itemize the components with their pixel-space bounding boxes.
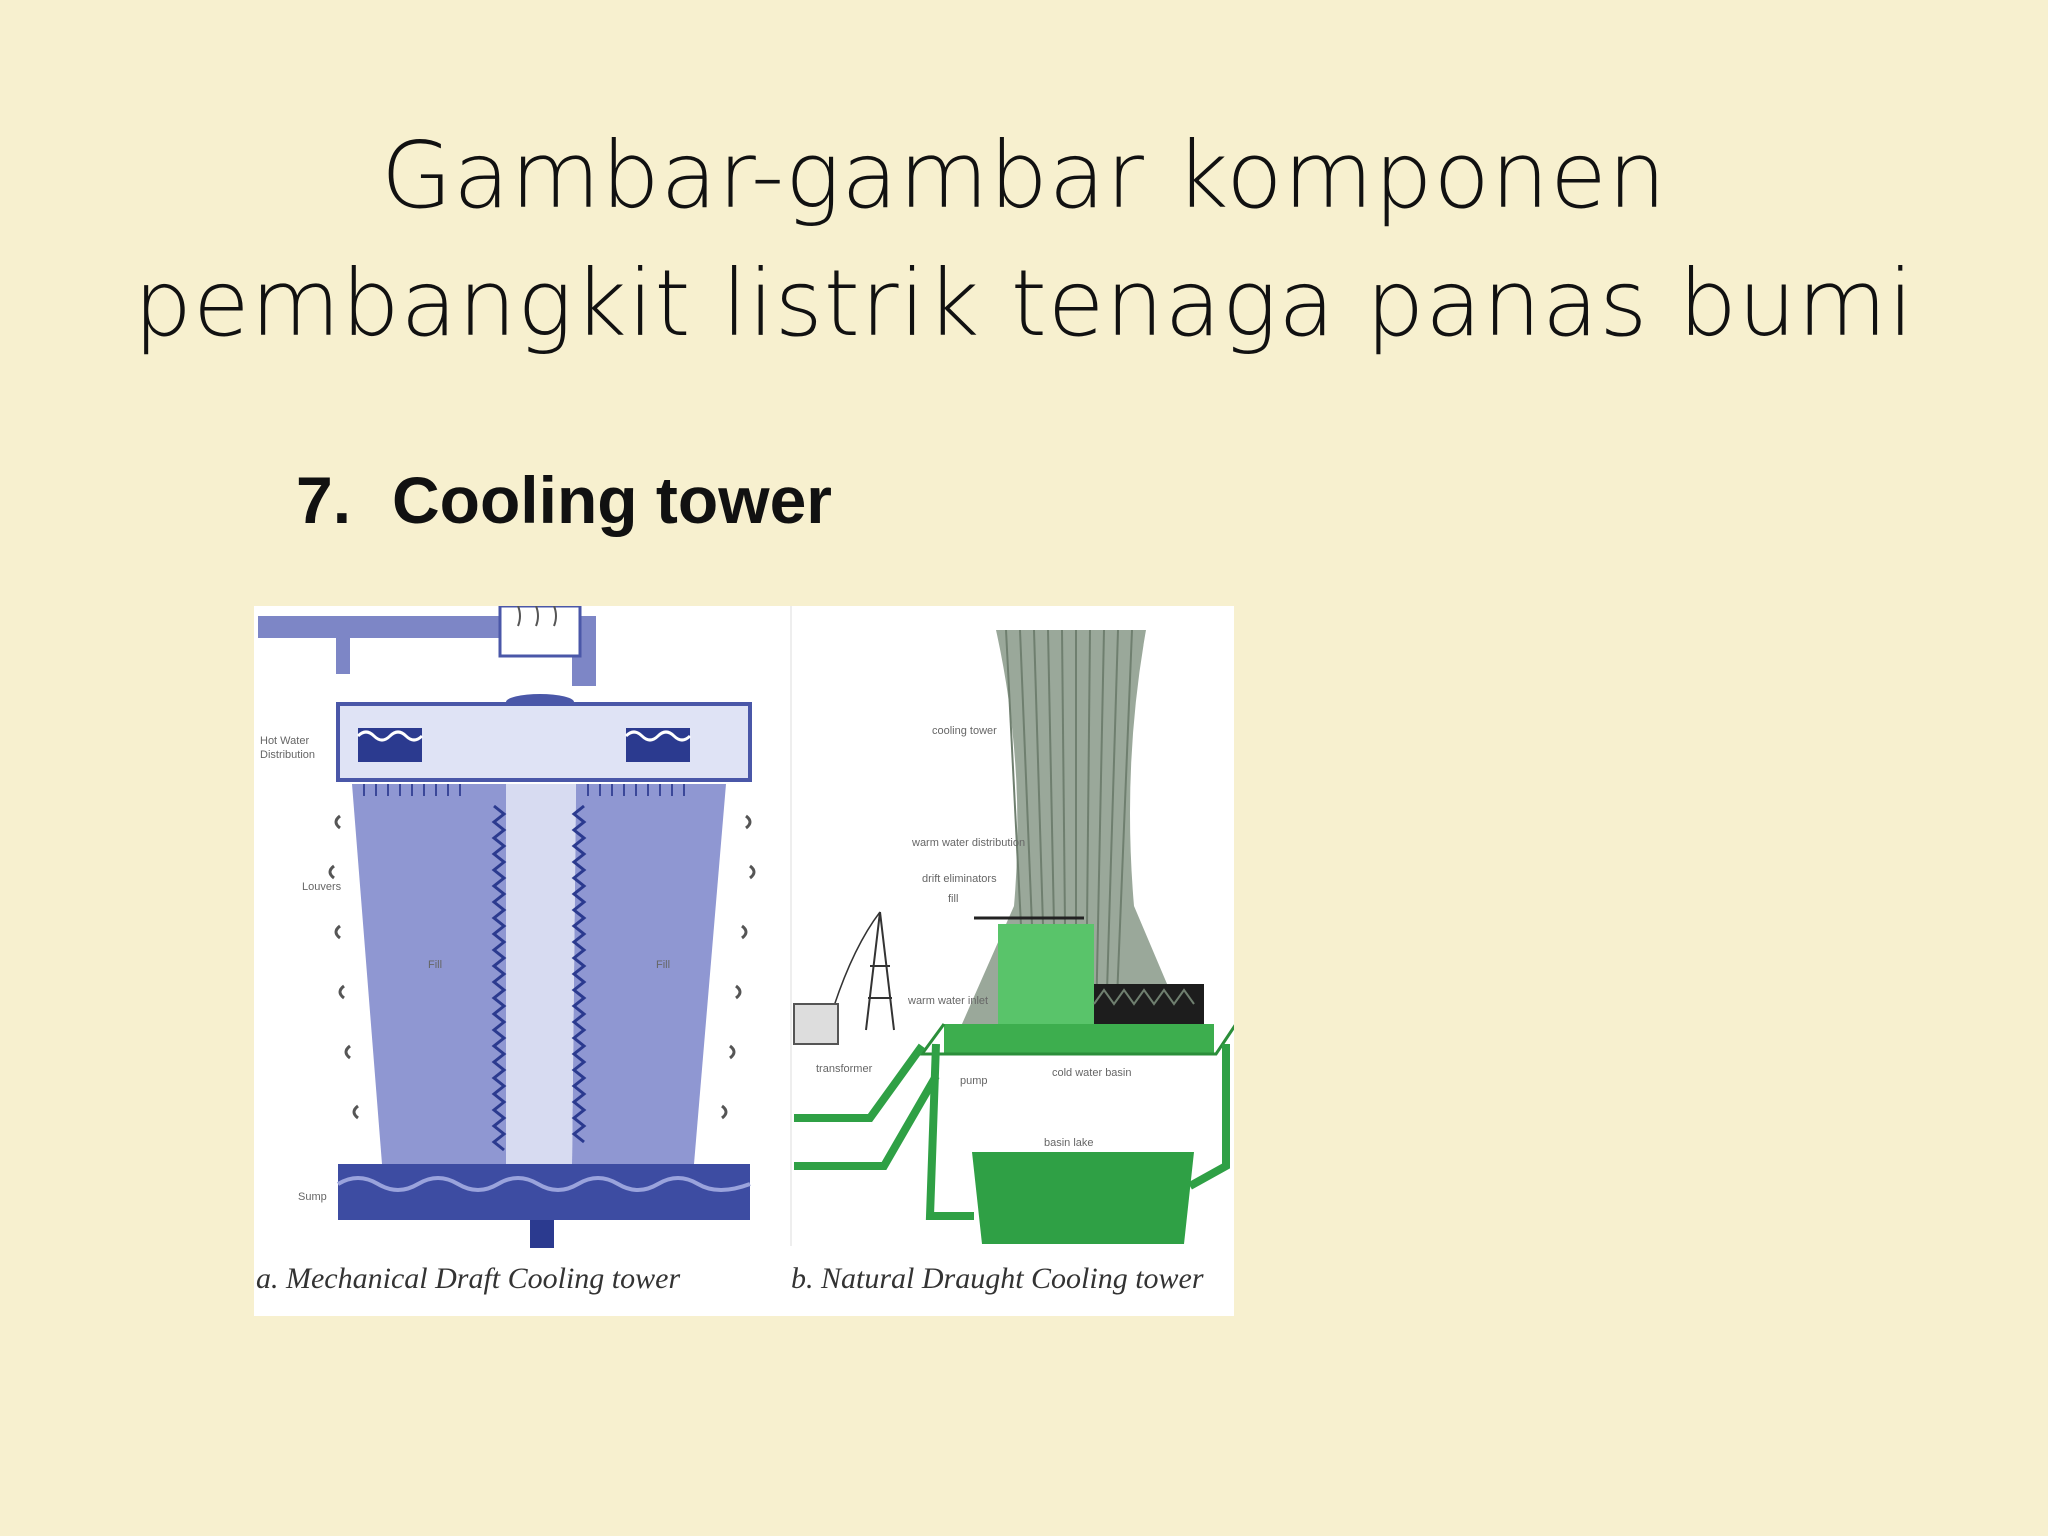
label-basin-lake: basin lake: [1044, 1137, 1094, 1149]
fill-area: [998, 924, 1094, 1024]
label-drift-eliminators: drift eliminators: [922, 873, 997, 885]
label-distribution: Distribution: [260, 749, 315, 761]
label-sump: Sump: [298, 1191, 327, 1203]
label-warm-water-inlet: warm water inlet: [907, 995, 988, 1007]
transmission-tower-icon: [865, 911, 895, 1031]
caption-mechanical-draft: a. Mechanical Draft Cooling tower: [256, 1262, 681, 1295]
label-warm-water-distribution: warm water distribution: [911, 837, 1025, 849]
bullet-text: Cooling tower: [392, 463, 832, 537]
label-transformer: transformer: [816, 1063, 873, 1075]
basin-outline: [919, 1023, 1234, 1056]
drip-ticks: [363, 784, 685, 796]
bullet-item: 7. Cooling tower: [296, 462, 832, 538]
basin-lake: [972, 1152, 1194, 1244]
drift-eliminator-block: [1094, 984, 1204, 1024]
sump-basin: [338, 1164, 750, 1220]
label-cold-water-basin: cold water basin: [1052, 1067, 1132, 1079]
center-shaft: [506, 784, 576, 1164]
pipe-from-lake: [1188, 1044, 1230, 1190]
label-fill-right: Fill: [656, 959, 670, 971]
cooling-tower-diagrams: Hot Water Distribution Louvers Fill Fill…: [258, 606, 1234, 1248]
fill-section-left: [352, 784, 506, 1164]
louver-inner-right: [571, 804, 587, 1144]
title-line-2: pembangkit listrik tenaga panas bumi: [133, 250, 1915, 357]
label-cooling-tower: cooling tower: [932, 725, 997, 737]
air-inlet-right: [721, 814, 756, 1120]
pipe-to-lake: [925, 1043, 974, 1220]
sump-wave: [336, 1176, 751, 1192]
title-line-1: Gambar-gambar komponen: [380, 122, 1668, 229]
bullet-number: 7.: [296, 463, 352, 537]
natural-draught-diagram: cooling tower warm water distribution dr…: [793, 629, 1234, 1244]
label-fill: fill: [948, 893, 958, 905]
pipe-inlet-lower: [794, 1073, 940, 1170]
pipe-inlet-upper: [794, 1043, 926, 1122]
label-pump: pump: [960, 1075, 988, 1087]
label-fill-left: Fill: [428, 959, 442, 971]
cold-water-basin: [944, 1024, 1214, 1054]
air-inlet-left: [328, 814, 359, 1120]
eliminator-pattern: [1093, 988, 1195, 1006]
label-louvers: Louvers: [302, 881, 342, 893]
caption-natural-draught: b. Natural Draught Cooling tower: [791, 1262, 1204, 1295]
transformer-icon: [793, 1003, 839, 1045]
wave-left: [356, 730, 424, 742]
pipe-drop-left: [336, 638, 350, 674]
cooling-tower-figure: Hot Water Distribution Louvers Fill Fill…: [254, 606, 1234, 1316]
exhaust-lines: [517, 606, 557, 627]
wave-right: [624, 730, 692, 742]
slide-title: Gambar-gambar komponen pembangkit listri…: [0, 112, 2048, 368]
power-line: [833, 911, 881, 1007]
fill-section-right: [572, 784, 726, 1164]
mechanical-draft-diagram: Hot Water Distribution Louvers Fill Fill…: [258, 606, 756, 1248]
sump-outlet: [530, 1220, 554, 1248]
label-hot-water: Hot Water: [260, 735, 309, 747]
fan-stack: [498, 606, 582, 658]
louver-inner-left: [491, 804, 507, 1152]
